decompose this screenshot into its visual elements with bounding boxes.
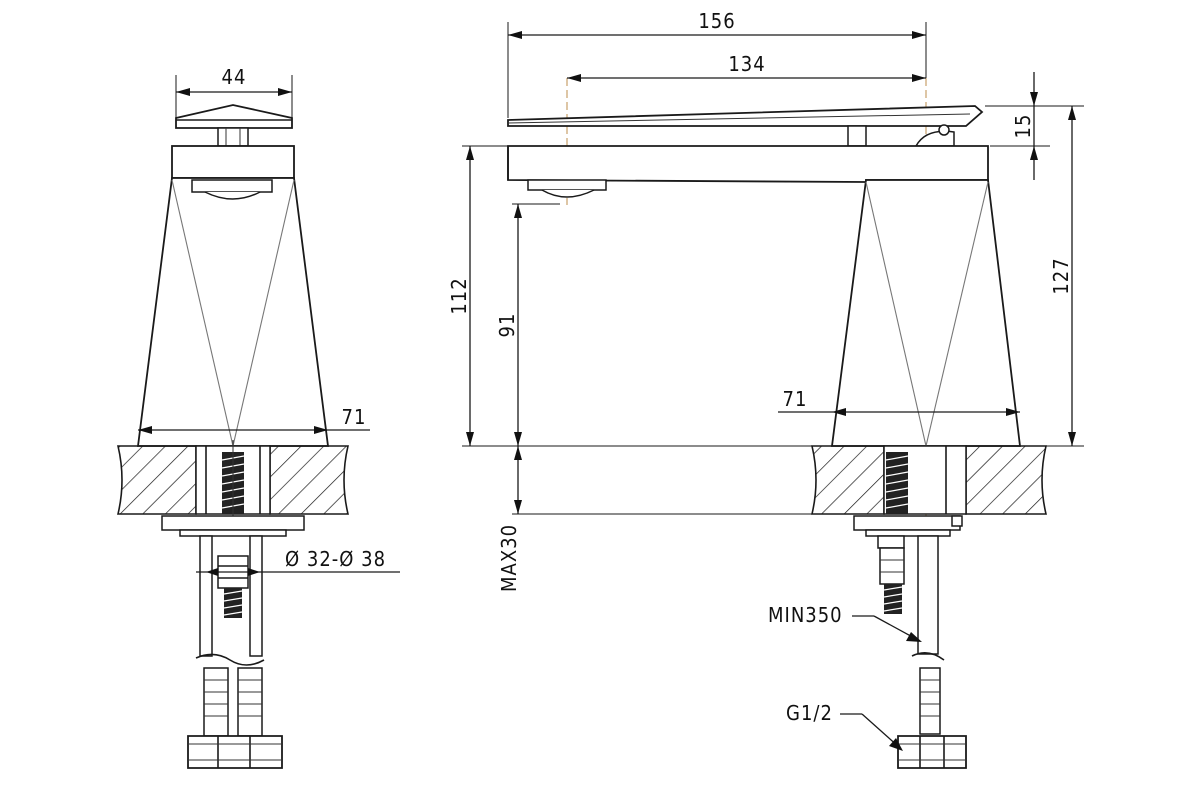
dim-spout-length: 156 bbox=[507, 9, 927, 118]
label-hose-length: MIN350 bbox=[768, 603, 843, 627]
side-lever bbox=[507, 105, 984, 147]
label-base-width-front: 71 bbox=[342, 405, 367, 429]
label-hole-diameter: Ø 32-Ø 38 bbox=[285, 547, 386, 571]
front-body bbox=[136, 145, 330, 447]
callout-hose-length: MIN350 bbox=[768, 603, 922, 642]
dim-outlet-clearance: 91 bbox=[495, 203, 560, 446]
label-lever-width: 44 bbox=[222, 65, 247, 89]
label-spout-reach: 134 bbox=[728, 52, 765, 76]
front-mounting bbox=[161, 515, 305, 769]
front-deck bbox=[116, 440, 350, 520]
dim-max-deck: MAX30 bbox=[497, 446, 522, 592]
label-lever-height: 15 bbox=[1011, 114, 1035, 139]
dim-lever-width: 44 bbox=[175, 65, 293, 118]
label-spout-length: 156 bbox=[698, 9, 735, 33]
side-mounting bbox=[853, 515, 967, 769]
side-deck bbox=[810, 445, 1048, 515]
label-max-deck: MAX30 bbox=[497, 524, 521, 592]
dim-hole-diameter: Ø 32-Ø 38 bbox=[196, 547, 400, 576]
dim-base-width-front: 71 bbox=[138, 405, 370, 434]
front-view: 44 71 Ø 32-Ø 38 bbox=[116, 65, 400, 769]
callout-thread-size: G1/2 bbox=[786, 701, 903, 751]
label-total-height: 127 bbox=[1049, 257, 1073, 294]
dim-body-height: 112 bbox=[447, 145, 508, 446]
label-body-height: 112 bbox=[447, 277, 471, 314]
label-outlet-clearance: 91 bbox=[495, 313, 519, 338]
front-lever bbox=[175, 104, 293, 147]
dim-spout-reach: 134 bbox=[567, 52, 926, 82]
side-spout bbox=[507, 145, 989, 198]
side-view: 156 134 15 127 bbox=[447, 9, 1084, 769]
dim-lever-height: 15 bbox=[985, 72, 1084, 180]
side-body bbox=[830, 179, 1022, 447]
label-thread-size: G1/2 bbox=[786, 701, 833, 725]
dim-total-height: 127 bbox=[1049, 106, 1076, 446]
dim-base-width-side: 71 bbox=[778, 387, 1020, 416]
label-base-width-side: 71 bbox=[783, 387, 808, 411]
